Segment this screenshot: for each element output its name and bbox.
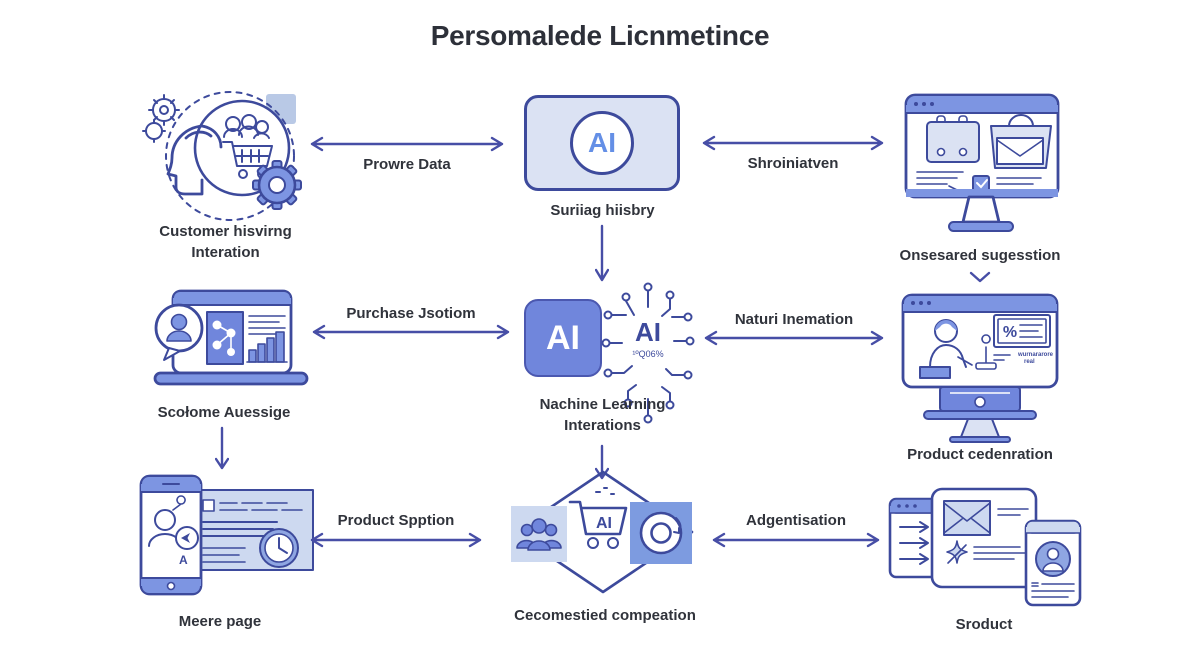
support-agent-icon <box>919 319 997 379</box>
cart-ai-text: AI <box>596 515 612 532</box>
double-arrow-mid-left <box>312 324 510 340</box>
smartphone-icon: A <box>139 474 203 596</box>
edge-label-mid-left: Purchase Jsotiom <box>346 305 476 322</box>
email-card-icon <box>930 487 1038 589</box>
phone-homepage-icon: A <box>139 474 314 596</box>
screen-letter-text: A <box>179 553 188 567</box>
checkout-diamond-icon: AI <box>511 470 694 594</box>
laptop-analytics-icon <box>153 289 309 386</box>
customer-profile-icon <box>142 91 302 221</box>
double-arrow-top-left <box>310 136 504 152</box>
edge-label-top-left: Prowre Data <box>363 156 451 173</box>
edge-label-top-right: Shroiniatven <box>747 155 839 172</box>
refresh-square-icon <box>630 502 692 564</box>
browser-column-icon <box>888 497 944 579</box>
down-arrow-center-1 <box>595 224 609 282</box>
product-node-label: Sroduct <box>955 616 1013 633</box>
recommendation-node-label: Product cedenration <box>907 446 1053 463</box>
double-arrow-bottom-right <box>712 532 880 548</box>
dashed-circle <box>165 91 295 221</box>
product-panels-icon <box>888 487 1082 607</box>
ai-badge: AI <box>570 111 634 175</box>
circuit-ai-text: AI <box>635 317 661 347</box>
double-arrow-top-right <box>702 135 884 151</box>
ai-ml-node: AI <box>524 299 602 377</box>
page-title: Persomalede Licnmetince <box>430 20 770 51</box>
customer-node-label: Customer hisvirng Interation <box>159 223 292 261</box>
ai-cart-icon: AI <box>568 487 628 549</box>
mail-bag-icon <box>990 114 1052 169</box>
double-arrow-mid-right <box>704 330 884 346</box>
profile-card-icon <box>1024 519 1082 607</box>
gear-outline-icon <box>142 94 180 143</box>
edge-label-mid-right: Naturi Inemation <box>734 311 854 328</box>
surfing-node-label: Suriiag hiisbry <box>550 202 655 219</box>
suggestions-node-label: Onsesared sugesstion <box>899 247 1061 264</box>
laptop-base <box>153 371 309 386</box>
percent-panel-icon: % <box>993 314 1051 348</box>
content-card-icon <box>192 489 314 571</box>
homepage-node-label: Meere page <box>178 613 262 630</box>
text-lines <box>993 354 1011 361</box>
star-icon <box>946 540 968 564</box>
monitor-suggestions-icon <box>904 93 1060 232</box>
circuit-icon: AI ¹ºQ06% <box>601 282 695 424</box>
edge-label-bottom-right: Adgentisation <box>746 512 846 529</box>
ml-node-label: Nachine Learning Interations <box>539 396 666 434</box>
calendar-icon <box>926 115 980 163</box>
nodes-panel-icon <box>206 311 244 365</box>
checkout-node-label: Cecomestied compeation <box>514 607 696 624</box>
monitor-recommendation-icon: % wurnararore real <box>901 293 1059 443</box>
shopping-cart-icon <box>222 141 273 179</box>
user-bubble-icon <box>154 303 204 361</box>
audience-square-icon <box>511 506 567 562</box>
analytics-node-label: Scołome Auessige <box>157 404 291 421</box>
text-lines <box>248 315 286 335</box>
people-group-icon <box>223 114 270 139</box>
percent-text: % <box>1003 324 1017 341</box>
circuit-caption-text: ¹ºQ06% <box>632 349 663 359</box>
double-arrow-bottom-left <box>310 532 482 548</box>
chevron-down-icon <box>969 271 991 283</box>
ai-surfing-node: AI <box>524 95 680 191</box>
gear-solid-icon <box>252 160 302 210</box>
checkbox-icon <box>972 175 990 192</box>
edge-label-bottom-left: Product Spption <box>337 512 455 529</box>
fineprint-text-2: real <box>1024 359 1035 365</box>
down-arrow-left <box>215 426 229 470</box>
head-profile-icon <box>166 124 223 196</box>
fineprint-text: wurnararore <box>1017 352 1054 358</box>
bar-chart-icon <box>246 331 288 363</box>
